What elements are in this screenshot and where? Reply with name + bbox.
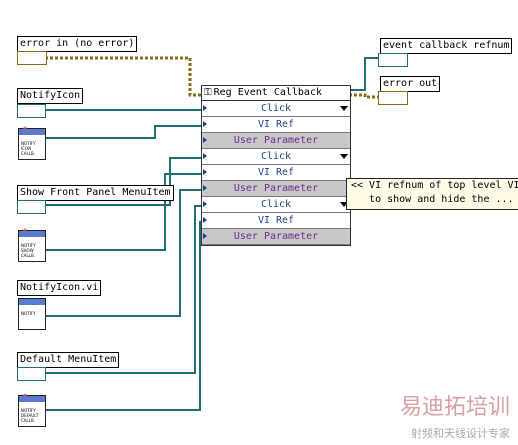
show-callback-text: NOTIFY SHOW CALLB. xyxy=(21,243,36,258)
show-front-panel-label: Show Front Panel MenuItem xyxy=(17,185,174,201)
node-row[interactable]: Click xyxy=(202,101,350,117)
icon-callback-text: NOTIFY ICON CALLB. xyxy=(21,141,36,156)
node-row[interactable]: VI Ref xyxy=(202,117,350,133)
node-row[interactable]: VI Ref xyxy=(202,213,350,229)
error-in-label: error in (no error) xyxy=(17,36,138,52)
error-in-terminal[interactable] xyxy=(17,51,47,65)
reg-event-callback-node[interactable]: ⚿ Reg Event Callback Click VI Ref User P… xyxy=(201,85,351,246)
tooltip: << VI refnum of top level VI to show and… xyxy=(346,178,518,210)
node-title-text: Reg Event Callback xyxy=(213,87,322,98)
watermark-line1: 易迪拓培训 xyxy=(399,395,510,420)
dropdown-icon xyxy=(340,154,348,159)
notifyicon-vi-label: NotifyIcon.vi xyxy=(17,280,102,296)
watermark-line2: 射频和天线设计专家 xyxy=(411,427,510,440)
node-row[interactable]: Click xyxy=(202,197,350,213)
node-row[interactable]: User Parameter xyxy=(202,181,350,197)
show-callback-vi[interactable]: ★ NOTIFY SHOW CALLB. xyxy=(18,225,46,262)
notify-icon-label: NotifyIcon xyxy=(17,88,84,104)
dropdown-icon xyxy=(340,202,348,207)
lock-icon: ⚿ xyxy=(204,87,212,98)
show-front-panel-terminal[interactable] xyxy=(17,200,46,214)
error-out-label: error out xyxy=(380,76,441,92)
node-title: ⚿ Reg Event Callback xyxy=(202,86,350,101)
error-out-terminal[interactable] xyxy=(378,91,408,105)
event-callback-refnum-terminal[interactable] xyxy=(378,53,408,67)
icon-callback-vi[interactable]: ★ NOTIFY ICON CALLB. xyxy=(18,123,46,160)
notifyicon-vi-text: NOTIFY xyxy=(21,311,36,316)
dropdown-icon xyxy=(340,106,348,111)
notify-icon-terminal[interactable] xyxy=(17,104,46,118)
default-callback-vi[interactable]: ★ NOTIFY DEFAULT CALLB. xyxy=(18,390,46,427)
default-menuitem-label: Default MenuItem xyxy=(17,352,120,368)
node-row[interactable]: User Parameter xyxy=(202,229,350,245)
default-callback-text: NOTIFY DEFAULT CALLB. xyxy=(21,408,39,423)
notifyicon-vi-icon[interactable]: NOTIFY xyxy=(18,298,46,330)
default-menuitem-terminal[interactable] xyxy=(17,367,46,381)
node-row[interactable]: User Parameter xyxy=(202,133,350,149)
node-row[interactable]: VI Ref xyxy=(202,165,350,181)
node-row[interactable]: Click xyxy=(202,149,350,165)
event-callback-refnum-label: event callback refnum xyxy=(380,38,513,54)
